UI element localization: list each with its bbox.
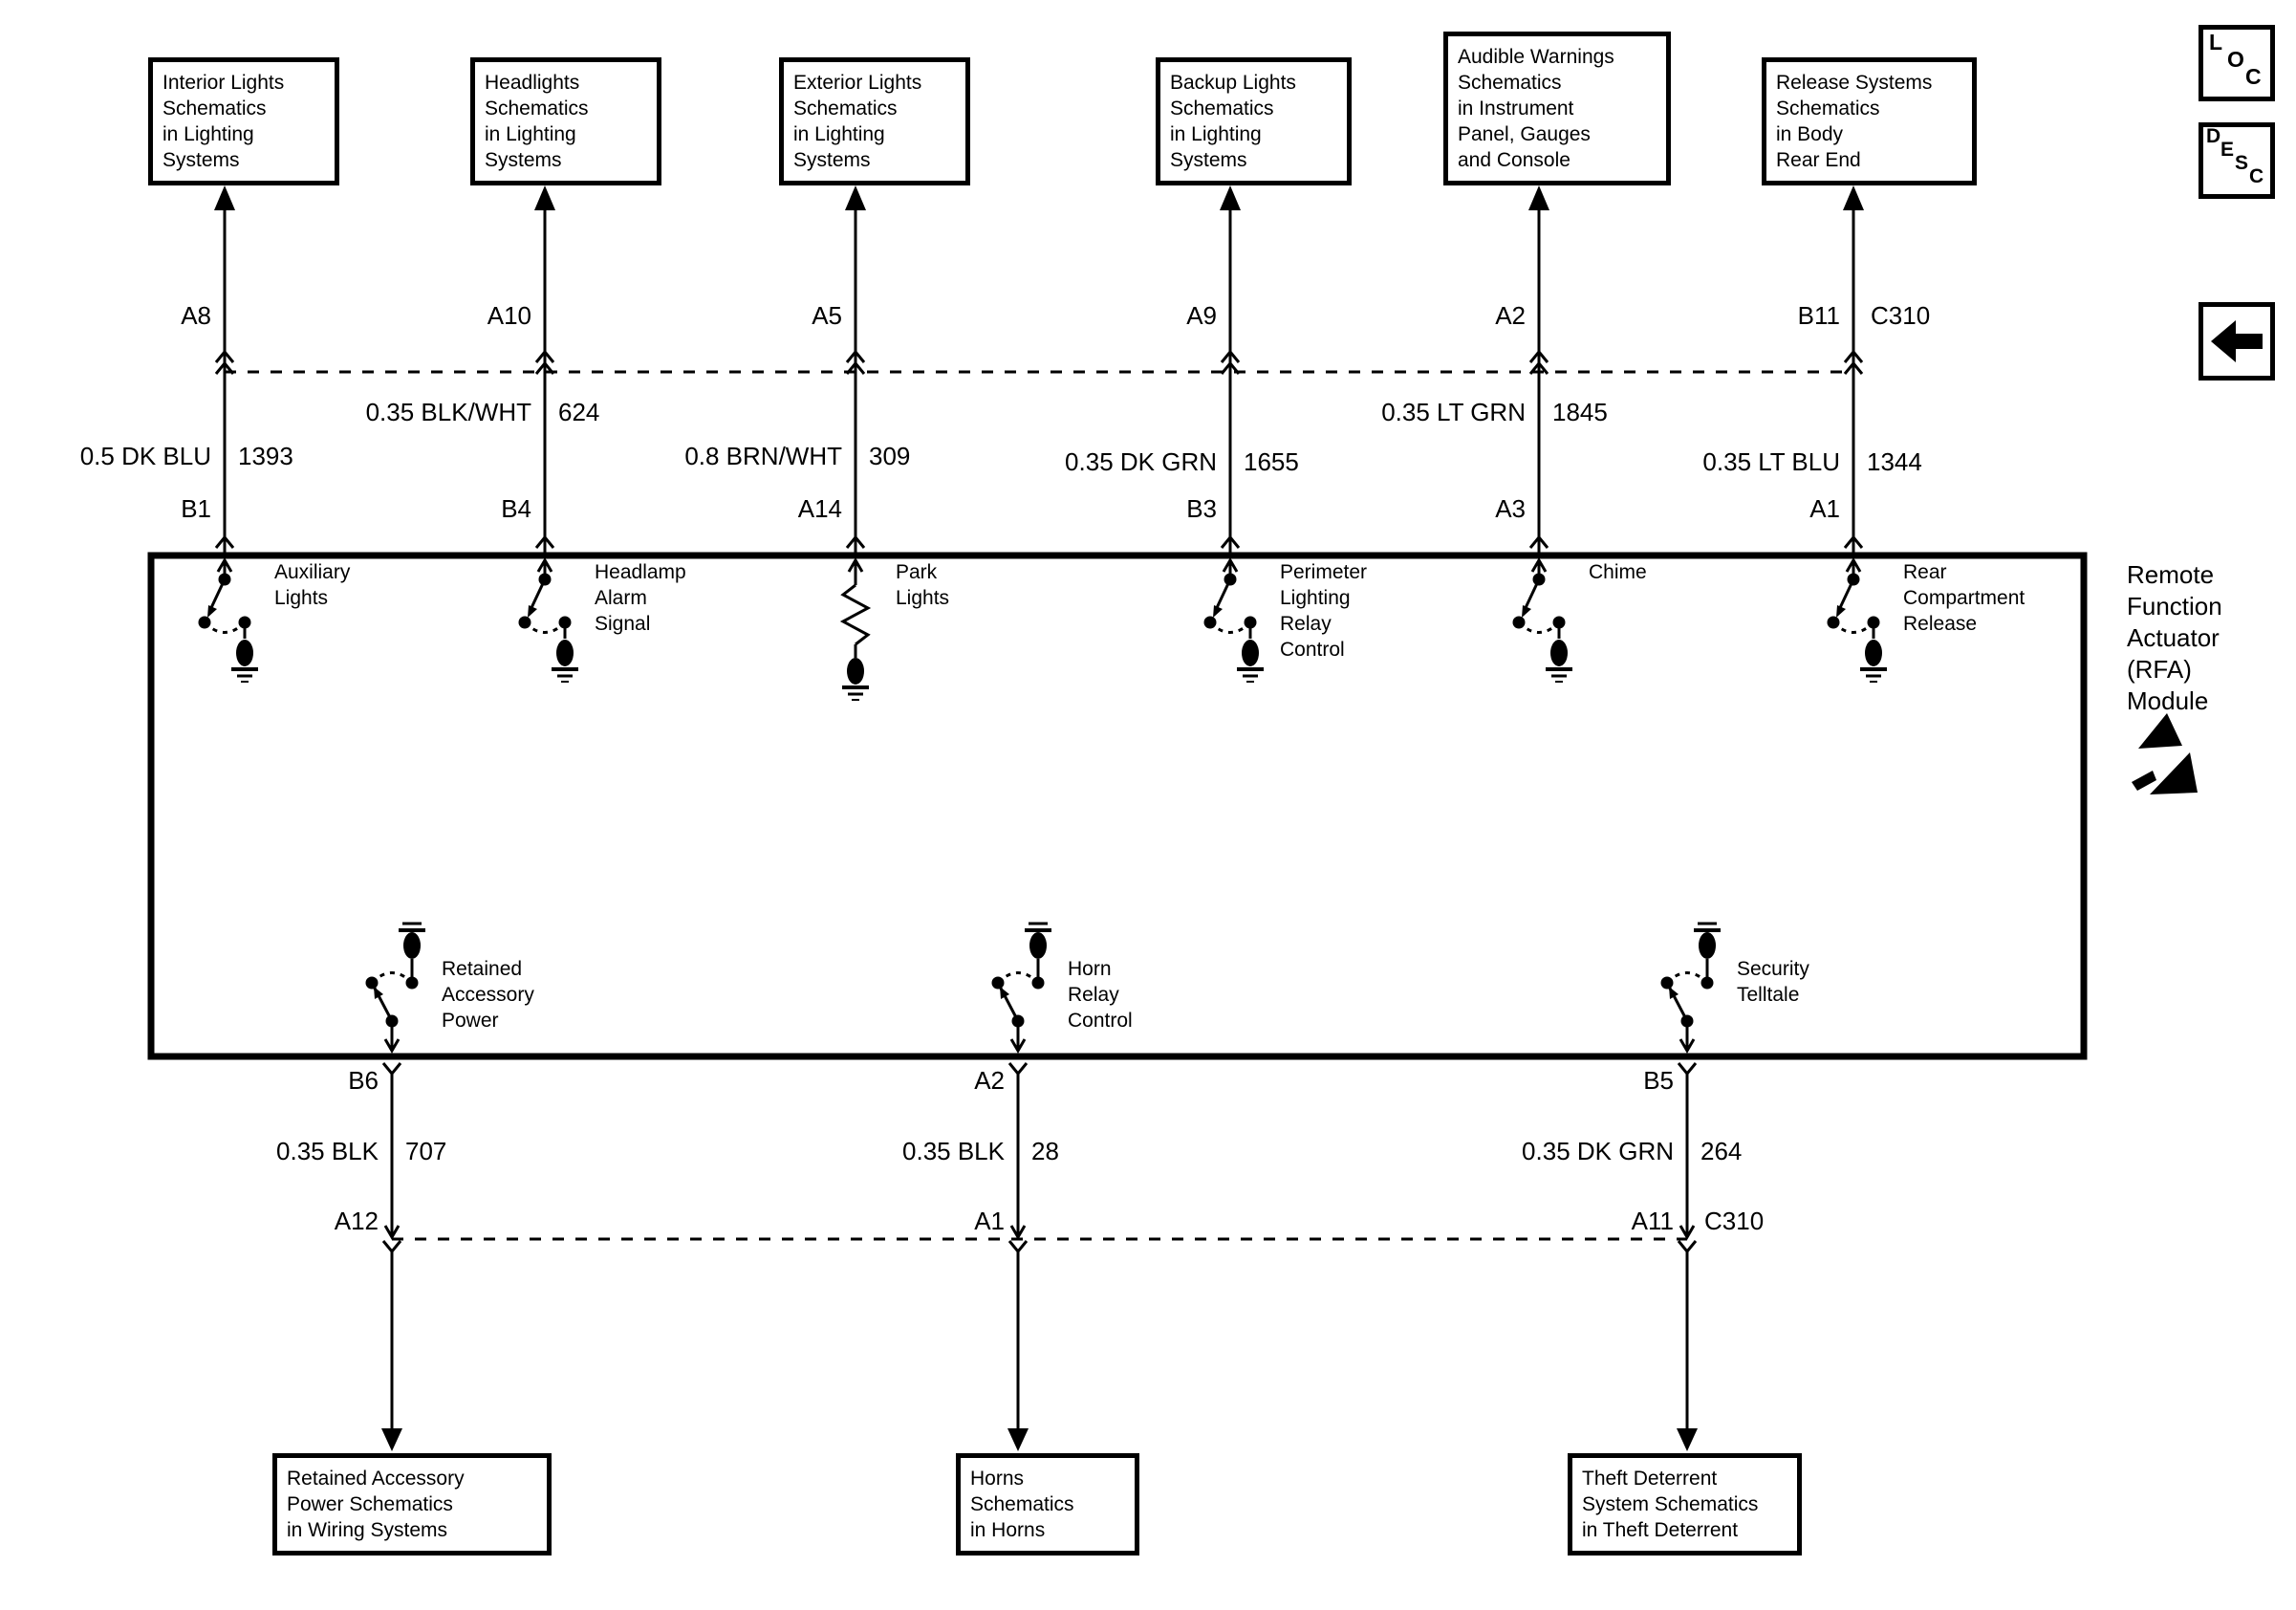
desc-letter-e: E [2220, 139, 2235, 161]
function-label-perimeter-lighting-relay-control: Perimeter Lighting Relay Control [1280, 561, 1368, 661]
switch-retained-accessory-power [365, 922, 425, 1054]
desc-letter-c: C [2249, 165, 2264, 187]
connector-label-c310-bottom: C310 [1704, 1207, 1765, 1235]
desc-letter-s: S [2235, 152, 2249, 174]
switch-rear-compartment-release [1827, 557, 1887, 683]
link-audible-warnings-schematics[interactable]: Audible Warnings Schematics in Instrumen… [1443, 32, 1671, 185]
wire-color-6: 0.35 LT BLU [1702, 447, 1840, 476]
bottom-wire-color-2: 0.35 BLK [902, 1137, 1005, 1165]
pin-label-a2-top: A2 [1495, 301, 1526, 330]
switch-horn-relay-control [991, 922, 1051, 1054]
bottom-wire-color-3: 0.35 DK GRN [1522, 1137, 1674, 1165]
resistor-park-lights [839, 557, 872, 701]
pin-label-b6: B6 [348, 1066, 379, 1095]
wire-color-1: 0.5 DK BLU [79, 442, 211, 470]
connector-label-c310-top: C310 [1871, 301, 1931, 330]
bottom-circuit-number-1: 707 [405, 1137, 447, 1165]
rfa-module-outline [147, 552, 2088, 1060]
wire-col1 [214, 185, 235, 555]
function-label-retained-accessory-power: Retained Accessory Power [442, 958, 534, 1032]
desc-letter-d: D [2206, 125, 2221, 147]
link-horns-schematics[interactable]: Horns Schematics in Horns [956, 1453, 1139, 1556]
wire-col5 [1528, 185, 1549, 555]
pin-label-a14: A14 [797, 494, 842, 523]
switch-headlamp-alarm-signal [518, 557, 578, 683]
circuit-number-4: 1655 [1244, 447, 1299, 476]
pin-label-b4: B4 [501, 494, 531, 523]
wire-color-5: 0.35 LT GRN [1381, 398, 1526, 426]
pin-label-a9: A9 [1186, 301, 1217, 330]
switch-perimeter-lighting-relay [1203, 557, 1264, 683]
pin-label-a8: A8 [181, 301, 211, 330]
circuit-number-3: 309 [869, 442, 911, 470]
function-label-chime: Chime [1589, 561, 1647, 583]
pin-label-a5: A5 [812, 301, 842, 330]
switch-security-telltale [1660, 922, 1721, 1054]
circuit-number-5: 1845 [1552, 398, 1608, 426]
function-label-rear-compartment-release: Rear Compartment Release [1903, 561, 2025, 635]
pin-label-a2-bottom: A2 [974, 1066, 1005, 1095]
bottom-circuit-number-3: 264 [1700, 1137, 1743, 1165]
bottom-wire-col3 [1677, 1062, 1698, 1451]
left-arrow-icon [2211, 320, 2263, 362]
bottom-wire-col2 [1007, 1062, 1029, 1451]
back-button[interactable] [2199, 302, 2275, 381]
wire-col2 [534, 185, 555, 555]
link-theft-deterrent-schematics[interactable]: Theft Deterrent System Schematics in The… [1568, 1453, 1802, 1556]
module-name-label: Remote Function Actuator (RFA) Module [2127, 560, 2222, 715]
pin-label-b5: B5 [1643, 1066, 1674, 1095]
wire-col6 [1843, 185, 1864, 555]
pin-label-a1-top: A1 [1809, 494, 1840, 523]
link-exterior-lights-schematics[interactable]: Exterior Lights Schematics in Lighting S… [779, 57, 970, 185]
pin-label-b11: B11 [1797, 301, 1840, 330]
loc-letter-o: O [2227, 47, 2244, 72]
pin-label-a11: A11 [1631, 1207, 1674, 1235]
loc-letter-l: L [2209, 30, 2223, 54]
link-retained-accessory-power-schematics[interactable]: Retained Accessory Power Schematics in W… [272, 1453, 552, 1556]
pin-label-a3: A3 [1495, 494, 1526, 523]
pin-label-a1-bottom: A1 [974, 1207, 1005, 1235]
link-backup-lights-schematics[interactable]: Backup Lights Schematics in Lighting Sys… [1156, 57, 1352, 185]
pin-label-a10: A10 [487, 301, 531, 330]
circuit-number-6: 1344 [1867, 447, 1922, 476]
link-interior-lights-schematics[interactable]: Interior Lights Schematics in Lighting S… [148, 57, 339, 185]
switch-auxiliary-lights [198, 557, 258, 683]
wire-color-3: 0.8 BRN/WHT [684, 442, 842, 470]
desc-button[interactable]: D E S C [2199, 122, 2275, 199]
wire-col4 [1220, 185, 1241, 555]
link-headlights-schematics[interactable]: Headlights Schematics in Lighting System… [470, 57, 661, 185]
esd-warning-icon [2132, 713, 2198, 794]
wire-color-4: 0.35 DK GRN [1065, 447, 1217, 476]
function-label-headlamp-alarm-signal: Headlamp Alarm Signal [595, 561, 686, 635]
bottom-wire-color-1: 0.35 BLK [276, 1137, 379, 1165]
function-label-security-telltale: Security Telltale [1737, 958, 1809, 1006]
bottom-wire-col1 [381, 1062, 402, 1451]
function-label-park-lights: Park Lights [896, 561, 950, 609]
link-release-systems-schematics[interactable]: Release Systems Schematics in Body Rear … [1762, 57, 1977, 185]
wire-color-2: 0.35 BLK/WHT [365, 398, 531, 426]
bottom-circuit-number-2: 28 [1031, 1137, 1059, 1165]
loc-button[interactable]: L O C [2199, 25, 2275, 101]
switch-chime [1512, 557, 1572, 683]
pin-label-b1: B1 [181, 494, 211, 523]
loc-letter-c: C [2245, 64, 2262, 89]
circuit-number-2: 624 [558, 398, 600, 426]
function-label-auxiliary-lights: Auxiliary Lights [274, 561, 351, 609]
circuit-number-1: 1393 [238, 442, 293, 470]
pin-label-b3: B3 [1186, 494, 1217, 523]
function-label-horn-relay-control: Horn Relay Control [1068, 958, 1133, 1032]
wire-col3 [845, 185, 866, 555]
pin-label-a12: A12 [334, 1207, 379, 1235]
